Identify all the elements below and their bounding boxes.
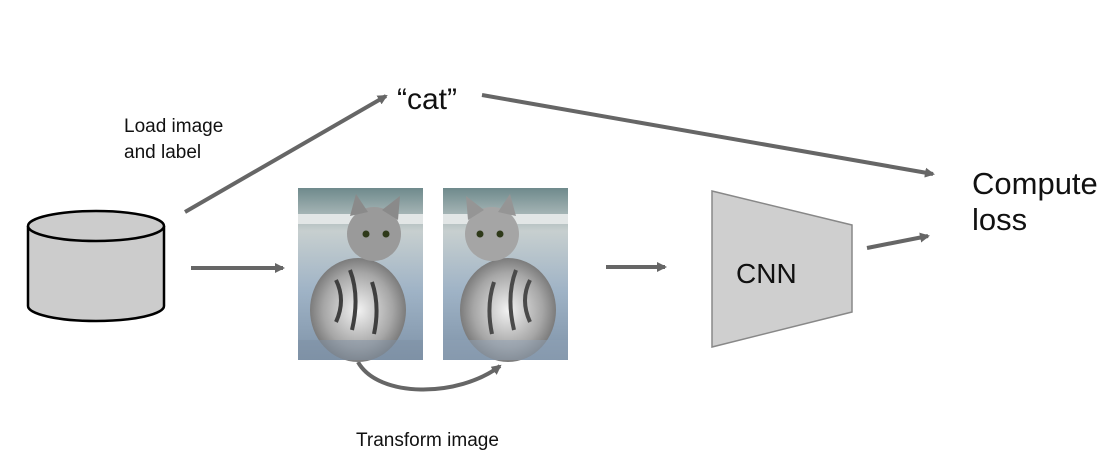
cat-photo-flipped (443, 188, 568, 362)
cnn-block (711, 190, 853, 348)
database-icon (26, 209, 166, 323)
load-image-label: Load image and label (124, 116, 224, 163)
cat-label: “cat” (397, 83, 457, 116)
cnn-label: CNN (736, 258, 797, 289)
arrow-cnn-to-loss (866, 232, 930, 250)
arrow-load-to-label (184, 94, 388, 214)
arrow-label-to-loss (481, 93, 935, 178)
compute-loss-label: Compute loss (972, 166, 1098, 237)
cat-photo (298, 188, 423, 362)
transform-image-label: Transform image (356, 430, 499, 451)
arrow-transform (356, 360, 502, 392)
